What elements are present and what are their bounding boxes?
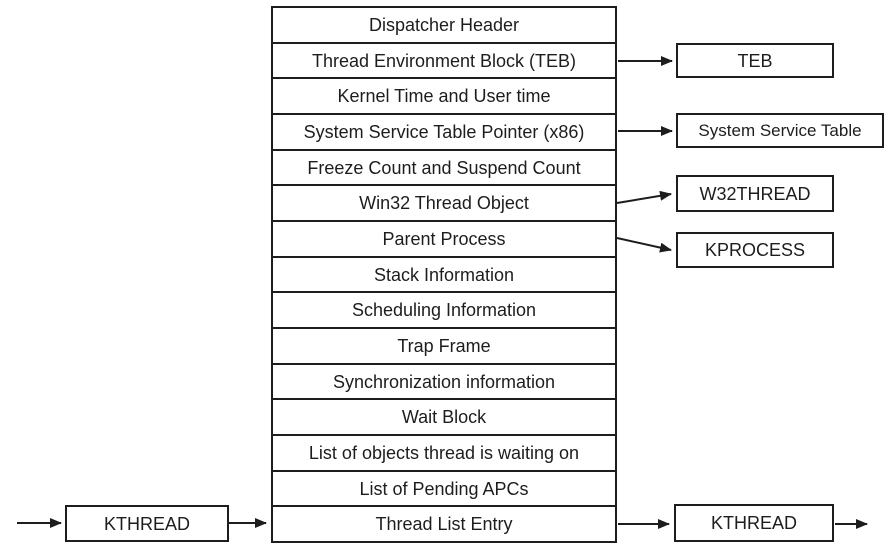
row-thread-environment-block: Thread Environment Block (TEB) [273, 44, 615, 80]
row-pending-apcs: List of Pending APCs [273, 472, 615, 508]
row-scheduling-information: Scheduling Information [273, 293, 615, 330]
row-trap-frame: Trap Frame [273, 329, 615, 365]
row-stack-information: Stack Information [273, 258, 615, 294]
row-kernel-user-time: Kernel Time and User time [273, 79, 615, 116]
box-kprocess: KPROCESS [676, 232, 834, 268]
box-w32thread: W32THREAD [676, 175, 834, 212]
box-kthread-right: KTHREAD [674, 504, 834, 542]
row-win32-thread-object: Win32 Thread Object [273, 186, 615, 223]
row-system-service-table-pointer: System Service Table Pointer (x86) [273, 115, 615, 151]
box-system-service-table: System Service Table [676, 113, 884, 148]
kthread-fields-table: Dispatcher Header Thread Environment Blo… [271, 6, 617, 543]
row-thread-list-entry: Thread List Entry [375, 514, 513, 535]
box-kthread-left: KTHREAD [65, 505, 229, 542]
row-parent-process: Parent Process [273, 222, 615, 258]
row-wait-block: Wait Block [273, 400, 615, 437]
arrow-w32thread [616, 190, 672, 204]
row-wait-object-list: List of objects thread is waiting on [273, 436, 615, 472]
row-synchronization-information: Synchronization information [273, 365, 615, 401]
row-dispatcher-header: Dispatcher Header [273, 8, 615, 44]
arrow-kprocess [616, 237, 672, 253]
box-teb: TEB [676, 43, 834, 78]
row-freeze-suspend-count: Freeze Count and Suspend Count [273, 151, 615, 187]
